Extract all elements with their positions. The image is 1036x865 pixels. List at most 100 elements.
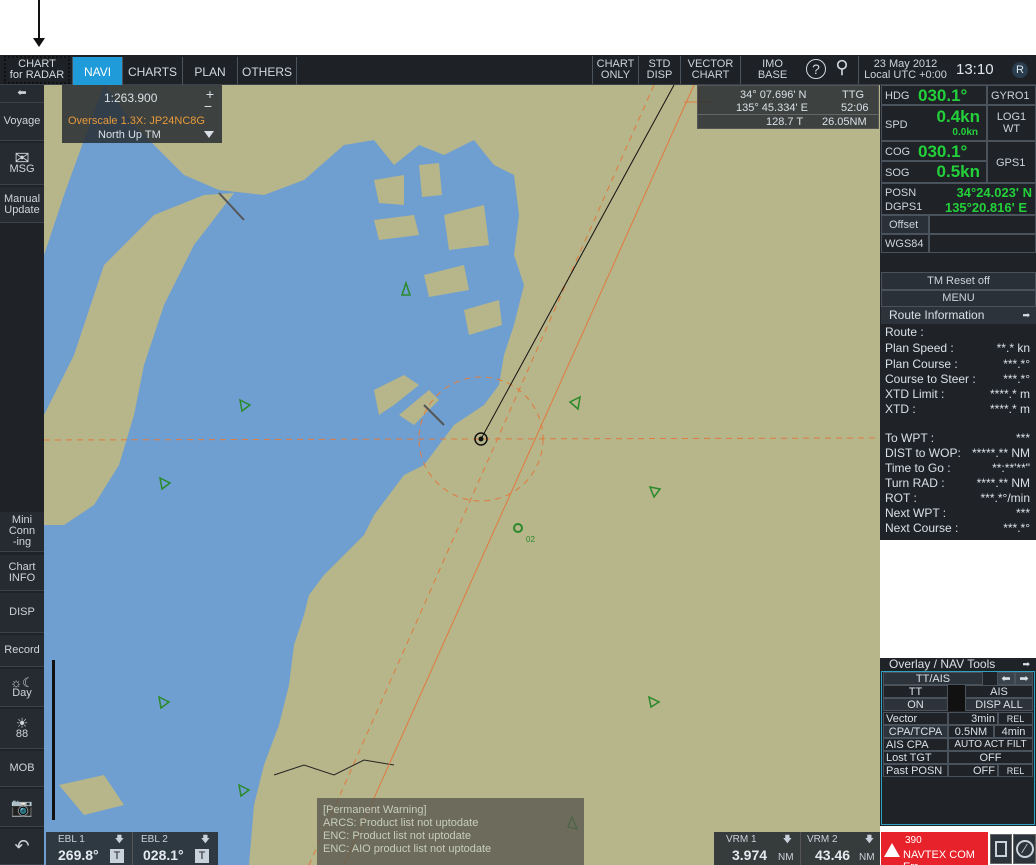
vector-label: Vector (883, 712, 948, 725)
route-row-label: XTD : (885, 402, 916, 416)
offset-button[interactable]: Offset (881, 215, 929, 234)
vector-rel-button[interactable]: REL (998, 712, 1033, 725)
chevron-down-icon: 🡇 (114, 834, 124, 844)
cpa-value[interactable]: 0.5NM (948, 725, 994, 738)
tab-plan[interactable]: PLAN (182, 57, 237, 85)
tm-reset-button[interactable]: TM Reset off (881, 272, 1036, 290)
voyage-button[interactable]: Voyage (0, 103, 44, 141)
past-posn-value[interactable]: OFF (948, 764, 998, 777)
alert-box[interactable]: 390 NAVTEX COM Err. (881, 832, 988, 865)
arrow-right-icon: ➡ (1022, 310, 1030, 320)
back-button[interactable]: ⬅ (0, 85, 44, 103)
scale-box[interactable]: 1:263.900 + − Overscale 1.3X: JP24NC8G N… (62, 85, 222, 143)
ais-dispall-button[interactable]: DISP ALL (965, 698, 1033, 711)
route-row-value: *** (1015, 506, 1030, 520)
route-row-label: Plan Speed : (885, 341, 954, 355)
own-ship-icon (474, 432, 488, 446)
tab-charts[interactable]: CHARTS (122, 57, 182, 85)
gyro-source[interactable]: GYRO1 (987, 85, 1036, 105)
route-row-label: Course to Steer : (885, 372, 976, 386)
ebl1-box[interactable]: EBL 1 🡇 269.8° T (46, 832, 132, 865)
ebl2-true-toggle[interactable]: T (195, 849, 209, 863)
zoom-in-button[interactable]: + (205, 86, 214, 102)
zoom-out-button[interactable]: − (203, 98, 212, 114)
tab-others[interactable]: OTHERS (237, 57, 297, 85)
ebl1-true-toggle[interactable]: T (110, 849, 124, 863)
tt-on-button[interactable]: ON (883, 698, 948, 711)
ebl2-value: 028.1° (143, 847, 184, 863)
lost-tgt-label: Lost TGT (883, 751, 948, 764)
alert-mute-button[interactable]: ⁄ (1013, 834, 1036, 864)
ttg-label: TTG (842, 89, 864, 101)
mob-button[interactable]: MOB (0, 751, 44, 787)
arrow-left-button[interactable]: ⬅ (997, 672, 1015, 685)
tab-navi[interactable]: NAVI (72, 57, 122, 85)
route-row-value: ****.** NM (976, 476, 1030, 490)
vector-time-button[interactable]: 3min (948, 712, 998, 725)
route-row-value: ***.*° (1003, 357, 1030, 371)
gps-source[interactable]: GPS1 (987, 141, 1036, 183)
help-icon[interactable]: ? (806, 59, 826, 79)
clock-time: 13:10 (956, 61, 994, 78)
permanent-warning-box[interactable]: [Permanent Warning] ARCS: Product list n… (317, 798, 584, 865)
buoy-label: 02 (526, 535, 535, 544)
route-row-value: ***.*°/min (980, 491, 1030, 505)
sun-icon: ☀ (15, 714, 29, 731)
vrm2-box[interactable]: VRM 2 🡇 43.46 NM (800, 832, 880, 865)
chevron-down-icon[interactable] (204, 131, 214, 138)
tcpa-value[interactable]: 4min (994, 725, 1033, 738)
overlay-header[interactable]: Overlay / NAV Tools➡ (889, 657, 1030, 671)
warning-triangle-icon (884, 843, 900, 857)
chevron-down-icon: 🡇 (782, 834, 792, 844)
past-posn-rel-button[interactable]: REL (998, 764, 1033, 777)
datum-cell: WGS84 (881, 234, 929, 253)
route-row-label: Route : (885, 325, 924, 339)
camera-icon: 📷 (10, 797, 34, 817)
sog-cell: SOG 0.5kn (881, 161, 987, 183)
ebl2-box[interactable]: EBL 2 🡇 028.1° T (132, 832, 218, 865)
route-row-value: *** (1015, 431, 1030, 445)
screenshot-button[interactable]: 📷 (0, 789, 44, 827)
annotation-arrow (38, 0, 40, 44)
list-icon (995, 841, 1007, 857)
r-badge-icon[interactable]: R (1012, 62, 1028, 78)
brilliance-button[interactable]: ☀88 (0, 709, 44, 749)
brightness-slider[interactable] (52, 660, 55, 820)
vrm1-box[interactable]: VRM 1 🡇 3.974 NM (714, 832, 800, 865)
overscale-text: Overscale 1.3X: JP24NC8G (68, 115, 205, 127)
day-night-button[interactable]: ☼☾Day (0, 669, 44, 707)
cpa-tcpa-button[interactable]: CPA/TCPA (883, 725, 948, 738)
overlay-border (881, 671, 1035, 825)
chart-for-radar-button[interactable]: CHART for RADAR (4, 56, 70, 84)
menu-button[interactable]: MENU (881, 290, 1036, 307)
route-row-value: ***.*° (1003, 521, 1030, 535)
orientation-mode[interactable]: North Up TM (98, 129, 161, 141)
arrow-right-button[interactable]: ➡ (1015, 672, 1033, 685)
satellite-icon[interactable]: ⚲ (835, 57, 849, 77)
tt-ais-separator (948, 685, 965, 711)
route-info-header[interactable]: Route Information➡ (881, 307, 1036, 324)
alert-code: 390 (905, 835, 922, 846)
route-row-label: XTD Limit : (885, 387, 945, 401)
chart-map[interactable]: 02 (44, 85, 880, 865)
record-button[interactable]: Record (0, 635, 44, 667)
alert-list-button[interactable] (990, 834, 1012, 864)
disp-button[interactable]: DISP (0, 593, 44, 633)
ttais-tab[interactable]: TT/AIS (883, 672, 983, 685)
vrm1-label: VRM 1 (726, 834, 757, 845)
undo-button[interactable]: ↶ (0, 829, 44, 865)
lost-tgt-value[interactable]: OFF (948, 751, 1033, 764)
offset-value (929, 215, 1036, 234)
ais-cpa-value[interactable]: AUTO ACT FILT (948, 738, 1033, 751)
msg-button[interactable]: ✉MSG (0, 143, 44, 185)
route-row-label: Next Course : (885, 521, 959, 535)
